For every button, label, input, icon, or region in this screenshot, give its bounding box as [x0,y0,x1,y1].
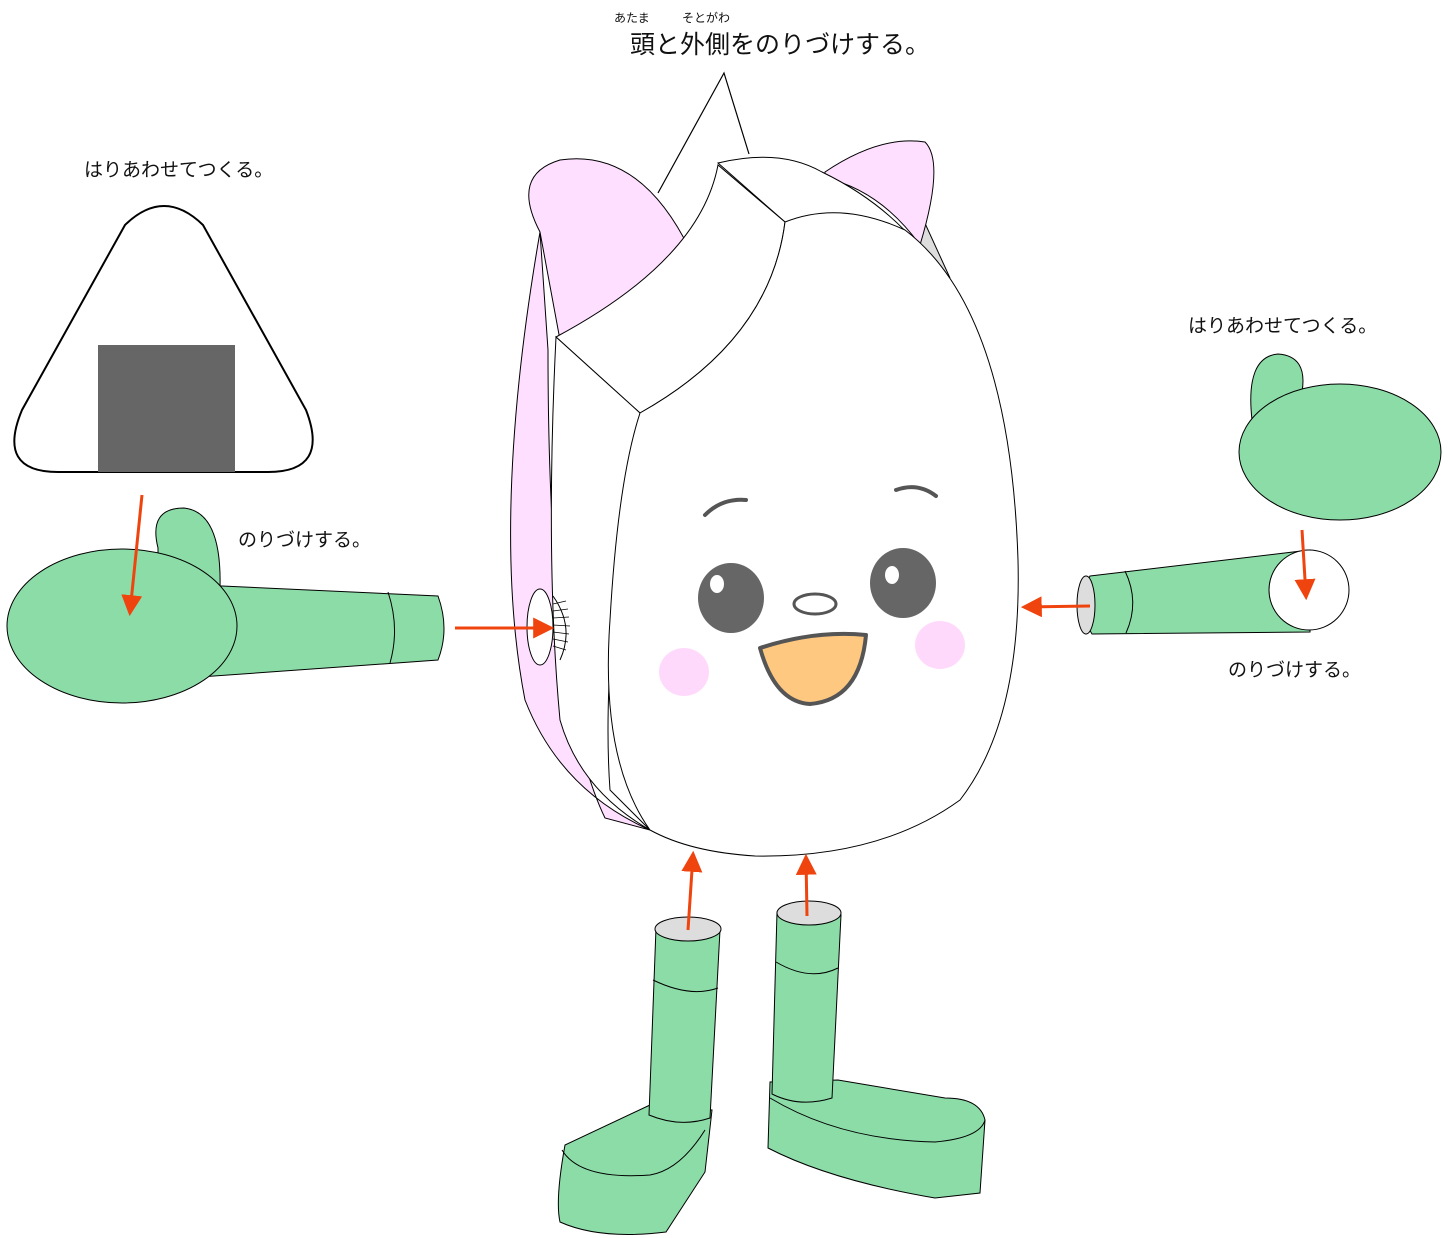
right-eye-highlight [885,566,899,584]
right-cheek [915,621,965,669]
title-text: 頭と外側をのりづけする。 [630,30,930,59]
right-hand [1238,353,1442,521]
arrows [121,494,1316,931]
arrow-right-arm-to-body [1020,596,1091,618]
left-eye [698,563,764,633]
right-eyebrow [894,485,938,498]
face-panel [607,212,1019,857]
right-arm-circle [1268,549,1350,631]
mouth [758,631,868,706]
glue-tabs [552,600,571,651]
arrow-hand-to-right-arm [1294,529,1316,601]
arrow-onigiri-to-hand [121,494,144,617]
left-eye-highlight [710,575,724,593]
left-arm [6,507,445,704]
right-ear [824,140,935,247]
left-leg [557,916,722,1235]
left-hand [6,548,238,704]
left-eyebrow [703,497,748,517]
arrow-left-leg-to-body [681,850,703,931]
nose [792,592,838,616]
right-eye [870,548,936,618]
left-glue-label: のりづけする。 [238,529,371,551]
right-make-label: はりあわせてつくる。 [1188,315,1377,337]
nori-square [98,345,235,472]
right-leg [767,900,986,1199]
title-leader-lines [657,71,750,194]
ruby-outside: そとがわ [682,10,730,25]
right-arm [1076,549,1350,635]
ruby-head: あたま [614,11,650,25]
arrow-right-leg-to-body [795,853,817,917]
right-glue-label: のりづけする。 [1228,659,1361,681]
left-cheek [659,648,709,696]
onigiri-piece [13,205,314,473]
left-make-label: はりあわせてつくる。 [84,159,273,181]
